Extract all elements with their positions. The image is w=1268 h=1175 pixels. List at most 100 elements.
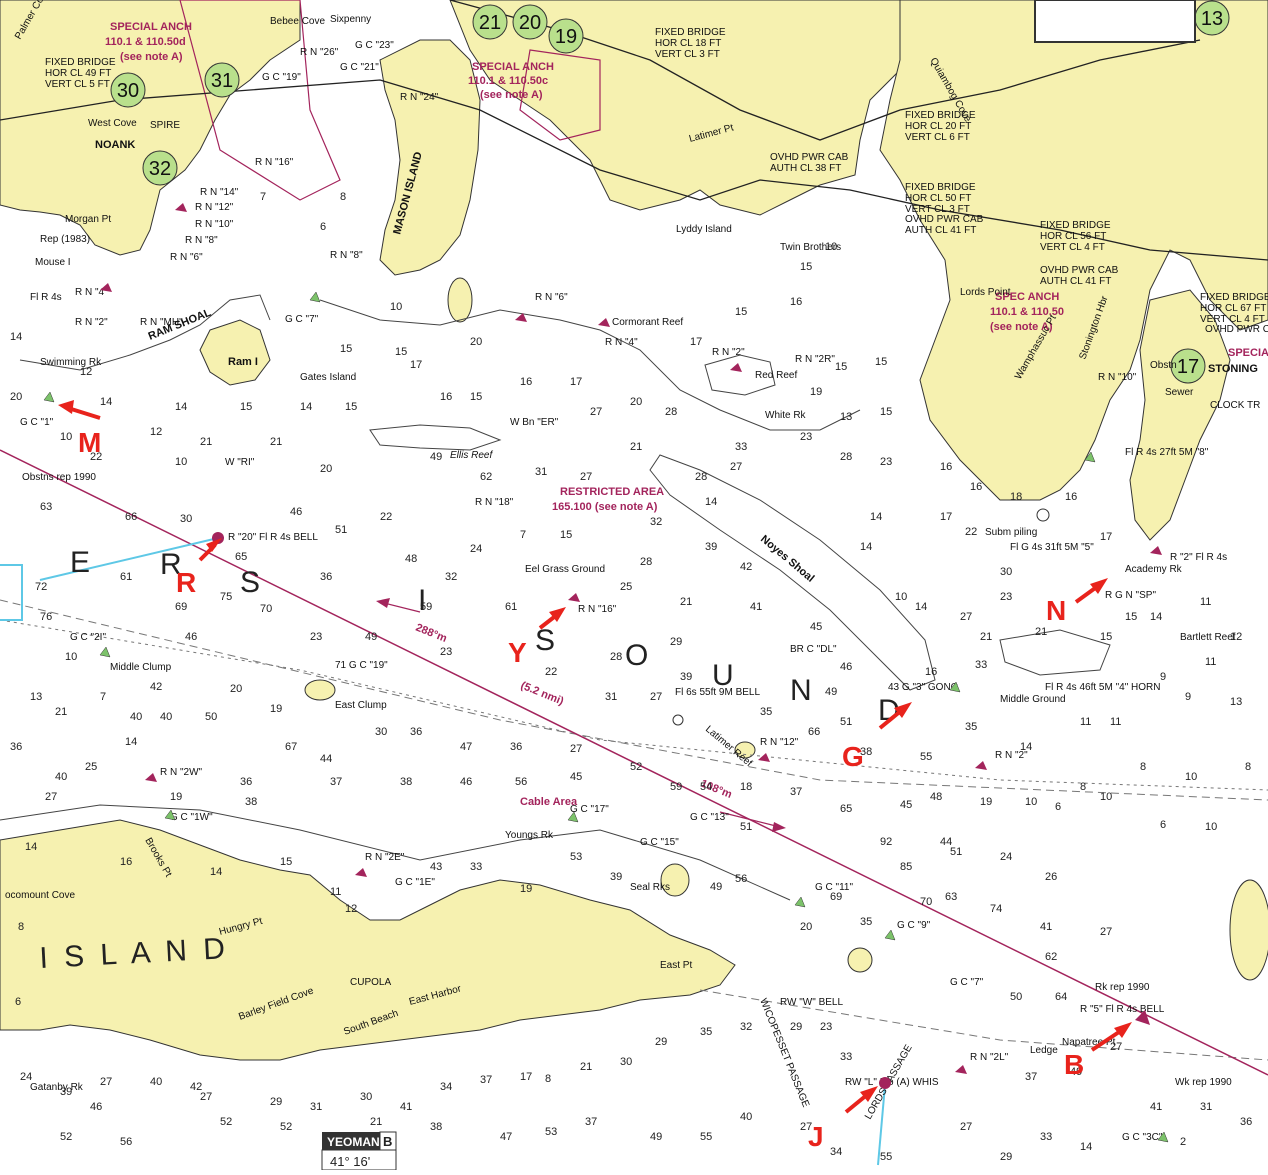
svg-text:11: 11 xyxy=(1110,716,1121,728)
svg-text:36: 36 xyxy=(410,726,422,738)
svg-text:23: 23 xyxy=(1000,591,1012,603)
svg-text:32: 32 xyxy=(740,1021,752,1033)
svg-text:35: 35 xyxy=(860,916,872,928)
svg-text:6: 6 xyxy=(1055,801,1061,813)
svg-text:55: 55 xyxy=(880,1151,892,1163)
svg-text:45: 45 xyxy=(570,771,582,783)
svg-text:13: 13 xyxy=(30,691,42,703)
svg-text:17: 17 xyxy=(1100,531,1112,543)
limit-east-dashed xyxy=(699,989,1268,1061)
aid-rn16b: R N "16" xyxy=(578,604,617,615)
bridge-6-l2: HOR CL 67 FT xyxy=(1200,303,1266,314)
bearing-arrow-back-head xyxy=(772,822,786,832)
land-islet-twin xyxy=(447,277,473,323)
ram-island-label: Ram I xyxy=(228,356,258,368)
buoy-red-9 xyxy=(145,773,157,782)
buoy-green-4 xyxy=(1084,451,1096,463)
svg-text:20: 20 xyxy=(800,921,812,933)
aid-rn10b: R N "10" xyxy=(1098,372,1137,383)
svg-text:28: 28 xyxy=(640,556,652,568)
svg-text:14: 14 xyxy=(300,401,312,413)
bridge-2-l2: HOR CL 18 FT xyxy=(655,38,721,49)
svg-text:92: 92 xyxy=(880,836,892,848)
svg-text:16: 16 xyxy=(1065,491,1077,503)
svg-text:51: 51 xyxy=(950,846,962,858)
contour-noyes-shoal xyxy=(649,454,936,691)
limit-restricted xyxy=(0,599,1268,801)
svg-text:31: 31 xyxy=(535,466,547,478)
restricted-title: RESTRICTED AREA xyxy=(560,486,664,498)
buoy-green-6 xyxy=(567,811,579,823)
twin-brothers-label: Twin Brothers xyxy=(780,242,841,253)
land-islet-east-clump xyxy=(304,679,336,701)
svg-text:12: 12 xyxy=(345,903,357,915)
svg-text:17: 17 xyxy=(410,359,422,371)
badge-20: 20 xyxy=(512,4,548,40)
svg-text:2: 2 xyxy=(1180,1136,1186,1148)
svg-text:10: 10 xyxy=(1185,771,1197,783)
whistle-buoy-rwl xyxy=(879,1077,891,1089)
svg-text:21: 21 xyxy=(479,12,501,34)
arrow-M: M xyxy=(58,400,101,458)
svg-text:29: 29 xyxy=(1000,1151,1012,1163)
svg-text:70: 70 xyxy=(920,896,932,908)
svg-text:16: 16 xyxy=(790,296,802,308)
svg-text:49: 49 xyxy=(710,881,722,893)
bearing-arrow-out-head xyxy=(376,598,390,608)
svg-text:13: 13 xyxy=(1201,8,1223,30)
special-anch-2-sub: 110.1 & 110.50c xyxy=(468,75,548,87)
svg-text:14: 14 xyxy=(25,841,37,853)
land-fishers-island xyxy=(0,819,736,1061)
buoy-red-7 xyxy=(758,753,770,762)
red-arrow-annotations: M R Y G N B J xyxy=(58,400,1132,1152)
svg-text:14: 14 xyxy=(915,601,927,613)
svg-text:69: 69 xyxy=(830,891,842,903)
svg-text:15: 15 xyxy=(345,401,357,413)
napatree-pt-label: Napatree Pt xyxy=(1062,1037,1116,1048)
anchorage-boxes xyxy=(179,0,601,201)
svg-text:46: 46 xyxy=(185,631,197,643)
aid-rn2r: R N "2R" xyxy=(795,354,835,365)
spire-label: SPIRE xyxy=(150,120,180,131)
land-mason-island xyxy=(379,39,481,276)
land-islet-seal xyxy=(660,863,690,897)
svg-text:38: 38 xyxy=(245,796,257,808)
buoy-green-7 xyxy=(794,896,806,908)
svg-text:6: 6 xyxy=(1160,819,1166,831)
svg-text:65: 65 xyxy=(840,803,852,815)
aid-flr4s: Fl R 4s xyxy=(30,292,62,303)
badge-30: 30 xyxy=(110,72,146,108)
svg-text:15: 15 xyxy=(280,856,292,868)
svg-text:11: 11 xyxy=(1205,656,1216,668)
bridge-6-l1: FIXED BRIDGE xyxy=(1200,292,1268,303)
svg-text:25: 25 xyxy=(620,581,632,593)
sound-letter-S1: S xyxy=(240,566,264,599)
svg-text:8: 8 xyxy=(545,1073,551,1085)
svg-text:40: 40 xyxy=(130,711,142,723)
svg-text:14: 14 xyxy=(1150,611,1162,623)
aid-r20: R "20" Fl R 4s BELL xyxy=(228,532,318,543)
buoy-green-2 xyxy=(309,291,321,303)
cable-area-label: Cable Area xyxy=(520,796,578,808)
svg-text:20: 20 xyxy=(320,463,332,475)
aid-rn16: R N "16" xyxy=(255,157,294,168)
buoy-red-10 xyxy=(355,868,367,877)
svg-text:41: 41 xyxy=(750,601,762,613)
svg-text:49: 49 xyxy=(430,451,442,463)
svg-text:11: 11 xyxy=(1200,596,1211,608)
svg-text:13: 13 xyxy=(840,411,852,423)
svg-text:39: 39 xyxy=(680,671,692,683)
badge-19: 19 xyxy=(548,18,584,54)
bridge-6-l3: VERT CL 4 FT xyxy=(1200,314,1265,325)
arrow-Y: Y xyxy=(508,607,566,668)
svg-text:39: 39 xyxy=(705,541,717,553)
aid-clock-tr: CLOCK TR xyxy=(1210,400,1260,411)
ovhd-1-l2: AUTH CL 38 FT xyxy=(770,163,841,174)
svg-text:8: 8 xyxy=(340,191,346,203)
buoy-red-5 xyxy=(730,363,742,372)
svg-text:25: 25 xyxy=(85,761,97,773)
special-anch-2-note: (see note A) xyxy=(480,89,543,101)
svg-text:22: 22 xyxy=(965,526,977,538)
buoy-green-8 xyxy=(884,929,896,941)
gatanby-rk-label: Gatanby Rk xyxy=(30,1082,84,1093)
